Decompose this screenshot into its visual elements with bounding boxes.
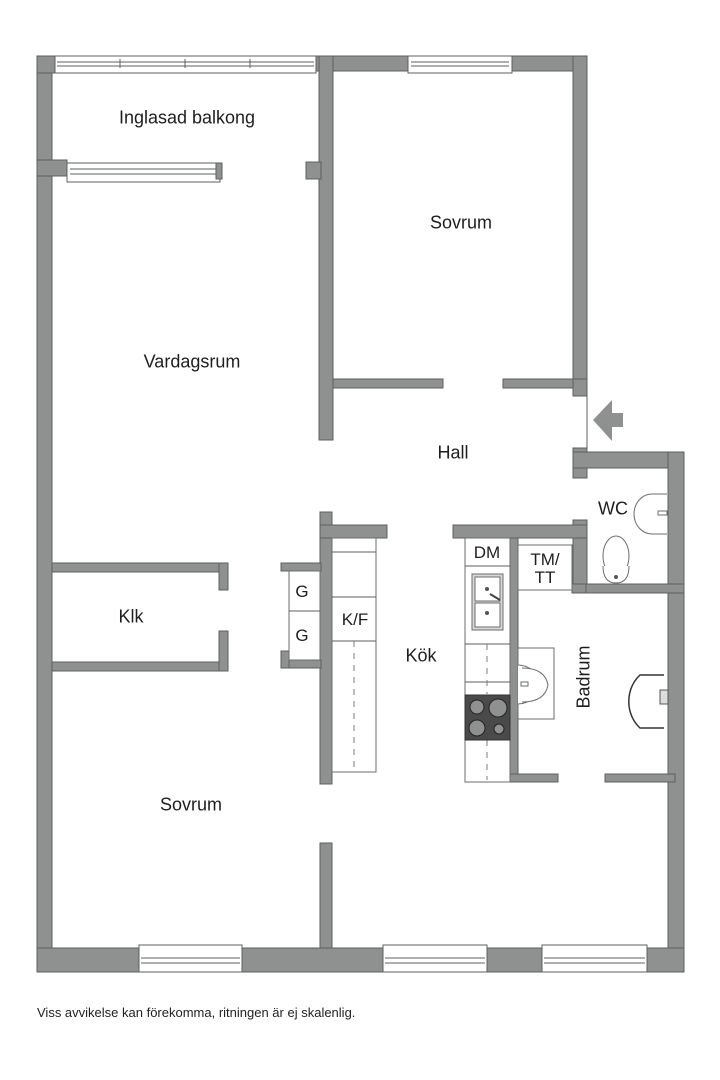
outer-wall-bottom-mid2 xyxy=(486,947,543,973)
wall-balcony-vardagsrum-right xyxy=(318,55,334,441)
kitchen-wall-top xyxy=(452,524,588,539)
outer-wall-bottom-right xyxy=(646,947,685,973)
wall-notch xyxy=(305,161,322,180)
fixture-label-garderob-2: G xyxy=(295,626,309,645)
bathroom-wall-bottom-left xyxy=(509,773,559,783)
fixture-label-diskmaskin: DM xyxy=(473,543,501,562)
sovrum-wall-bottom-left xyxy=(332,378,444,389)
window-kitchen-bottom-1 xyxy=(382,944,488,973)
outer-wall-right-lower xyxy=(667,451,685,973)
bathroom-sink-icon xyxy=(517,647,555,720)
kitchen-counter-left xyxy=(331,537,377,773)
tvattmaskin-line-2: TT xyxy=(534,568,556,587)
fixture-label-kyl-frys: K/F xyxy=(341,610,369,629)
window-balcony-inner xyxy=(66,162,223,183)
wall-right-jamb xyxy=(572,378,588,397)
outer-wall-left xyxy=(36,55,53,973)
klk-wall-bottom xyxy=(51,661,229,672)
bathroom-wall-bottom-right xyxy=(604,773,676,783)
window-kitchen-bottom-2 xyxy=(541,944,648,973)
room-label-klk: Klk xyxy=(118,606,144,627)
wc-wall-bottom xyxy=(572,583,685,594)
room-label-badrum: Badrum xyxy=(573,645,594,709)
wc-wall-top xyxy=(572,451,685,469)
outer-wall-top-balcony xyxy=(36,55,56,74)
window-sovrum-bottom xyxy=(138,944,243,973)
shower-icon xyxy=(628,674,669,729)
window-balcony-top xyxy=(54,55,317,74)
room-label-wc: WC xyxy=(598,498,628,519)
wardrobe-wall-top xyxy=(280,562,322,572)
stove-icon xyxy=(464,694,511,741)
entrance-arrow-icon xyxy=(593,400,623,441)
wall-center-partition xyxy=(319,511,333,785)
window-sovrum-top xyxy=(407,55,513,74)
outer-wall-bottom-left xyxy=(36,947,140,973)
tvattmaskin-line-1: TM/ xyxy=(530,550,560,569)
klk-jamb-top xyxy=(218,562,229,591)
bathroom-wall-left xyxy=(509,537,519,782)
klk-jamb-bottom xyxy=(218,630,229,672)
wc-sink-icon xyxy=(633,493,668,535)
room-label-hall: Hall xyxy=(437,442,469,463)
wall-lower-sovrum-partition xyxy=(319,842,333,954)
outer-wall-bottom-mid xyxy=(241,947,384,973)
wardrobe-wall-jamb xyxy=(280,650,290,669)
fixture-label-garderob-1: G xyxy=(295,582,309,601)
room-label-kok: Kök xyxy=(405,645,437,666)
disclaimer-text: Viss avvikelse kan förekomma, ritningen … xyxy=(37,1005,356,1020)
room-label-inglasad-balkong: Inglasad balkong xyxy=(118,107,256,128)
wall-center-top-arm xyxy=(319,524,388,539)
balcony-wall-stub-left xyxy=(36,159,68,177)
room-label-vardagsrum: Vardagsrum xyxy=(143,351,241,372)
kitchen-sink-icon xyxy=(471,573,504,631)
klk-wall-top xyxy=(51,562,229,573)
outer-wall-right-upper xyxy=(572,55,588,397)
fixture-label-tvattmaskin: TM/ TT xyxy=(530,551,559,587)
room-label-sovrum-lower: Sovrum xyxy=(159,794,223,815)
washing-machine-box xyxy=(517,544,573,591)
bathroom-wall-top xyxy=(571,583,587,594)
wardrobes xyxy=(288,570,321,661)
toilet-icon xyxy=(602,535,630,584)
room-label-sovrum-upper: Sovrum xyxy=(429,212,493,233)
